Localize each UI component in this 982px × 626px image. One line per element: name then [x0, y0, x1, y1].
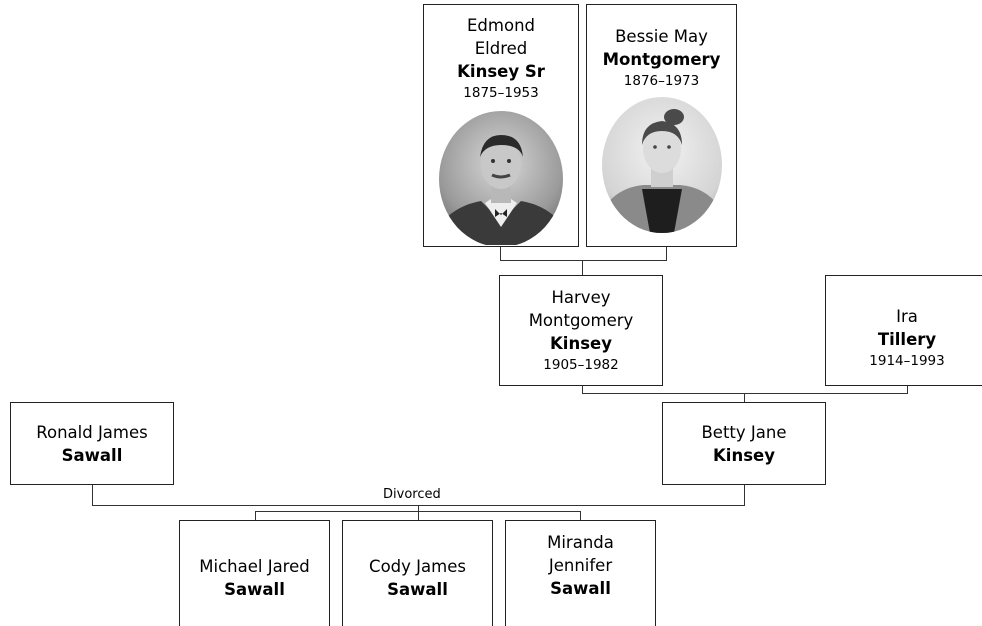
man-portrait-photo — [439, 111, 563, 245]
person-card-cody[interactable]: Cody James Sawall — [342, 520, 493, 626]
given-name: Michael Jared — [199, 557, 310, 576]
divorced-label: Divorced — [380, 487, 444, 503]
given-name: Montgomery — [528, 311, 634, 330]
given-name: Jennifer — [548, 556, 613, 575]
given-name: Harvey — [551, 288, 611, 307]
person-card-harvey[interactable]: Harvey Montgomery Kinsey 1905–1982 — [499, 275, 663, 386]
connector-harvey-ira — [582, 386, 908, 394]
person-card-edmond[interactable]: Edmond Eldred Kinsey Sr 1875–1953 — [423, 4, 579, 247]
given-name: Betty Jane — [701, 422, 787, 442]
surname: Kinsey — [713, 445, 775, 465]
given-name: Bessie May — [615, 27, 708, 46]
life-dates: 1905–1982 — [543, 357, 619, 373]
person-card-michael[interactable]: Michael Jared Sawall — [179, 520, 330, 626]
surname: Kinsey — [550, 334, 612, 353]
life-dates: 1914–1993 — [869, 352, 945, 369]
life-dates: 1875–1953 — [463, 85, 539, 101]
surname: Tillery — [877, 329, 937, 349]
woman-portrait-photo — [601, 97, 722, 233]
connector-edmond-bessie — [500, 247, 667, 261]
surname: Kinsey Sr — [457, 62, 545, 81]
given-name: Ira — [896, 306, 918, 326]
surname: Sawall — [224, 580, 285, 599]
surname: Montgomery — [602, 50, 721, 69]
surname: Sawall — [61, 445, 123, 465]
person-card-ronald[interactable]: Ronald James Sawall — [10, 402, 174, 485]
person-card-betty[interactable]: Betty Jane Kinsey — [662, 402, 826, 485]
given-name: Miranda — [547, 533, 614, 552]
given-name: Ronald James — [36, 422, 148, 442]
person-card-ira[interactable]: Ira Tillery 1914–1993 — [825, 275, 982, 386]
person-card-bessie[interactable]: Bessie May Montgomery 1876–1973 — [586, 4, 737, 247]
given-name: Edmond — [467, 16, 535, 35]
person-card-miranda[interactable]: Miranda Jennifer Sawall — [505, 520, 656, 626]
surname: Sawall — [550, 579, 611, 598]
life-dates: 1876–1973 — [623, 73, 700, 89]
surname: Sawall — [387, 580, 448, 599]
given-name: Cody James — [369, 557, 466, 576]
given-name: Eldred — [474, 39, 528, 58]
